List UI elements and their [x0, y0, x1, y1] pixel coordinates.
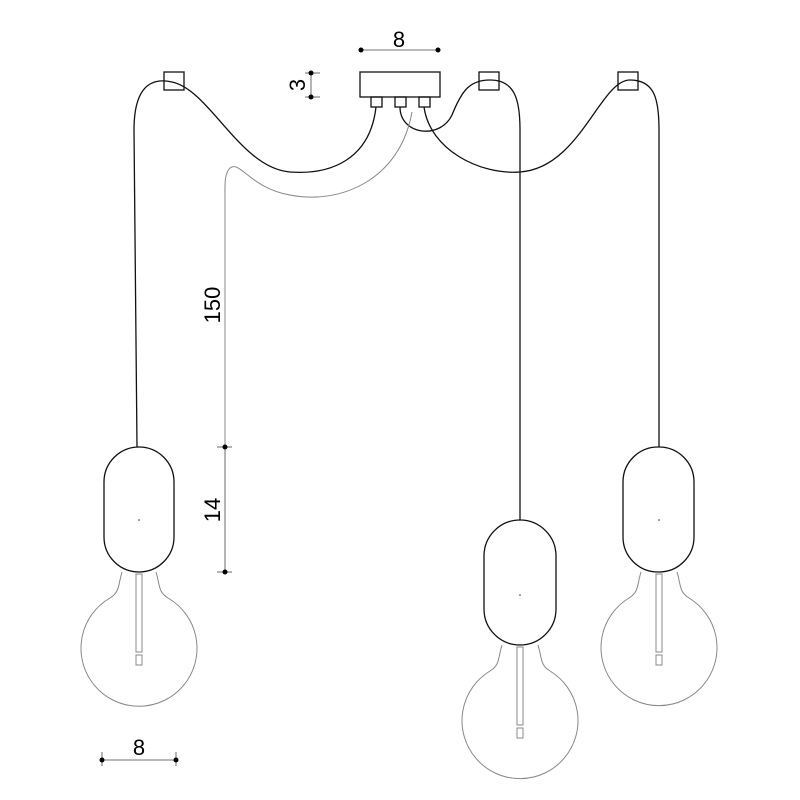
dimension-canopy-height: 3: [285, 70, 320, 100]
socket-width-label: 8: [133, 735, 145, 760]
dimension-socket-height: 14: [200, 444, 232, 575]
lamp-middle: [461, 519, 579, 780]
cable-grey: [224, 111, 413, 447]
canopy-height-label: 3: [285, 79, 310, 91]
cable-right: [423, 79, 660, 447]
canopy-width-label: 8: [393, 27, 405, 52]
socket-height-label: 14: [200, 498, 225, 522]
dimension-socket-width: 8: [99, 735, 179, 766]
cable-left: [133, 80, 377, 448]
ceiling-canopy: [359, 71, 441, 108]
cable-length-label: 150: [200, 287, 225, 324]
lamp-left: [80, 446, 198, 707]
lamp-right: [600, 446, 718, 707]
dimension-canopy-width: 8: [358, 27, 441, 53]
ceiling-hook-right: [617, 71, 639, 91]
cable-middle: [399, 79, 521, 520]
